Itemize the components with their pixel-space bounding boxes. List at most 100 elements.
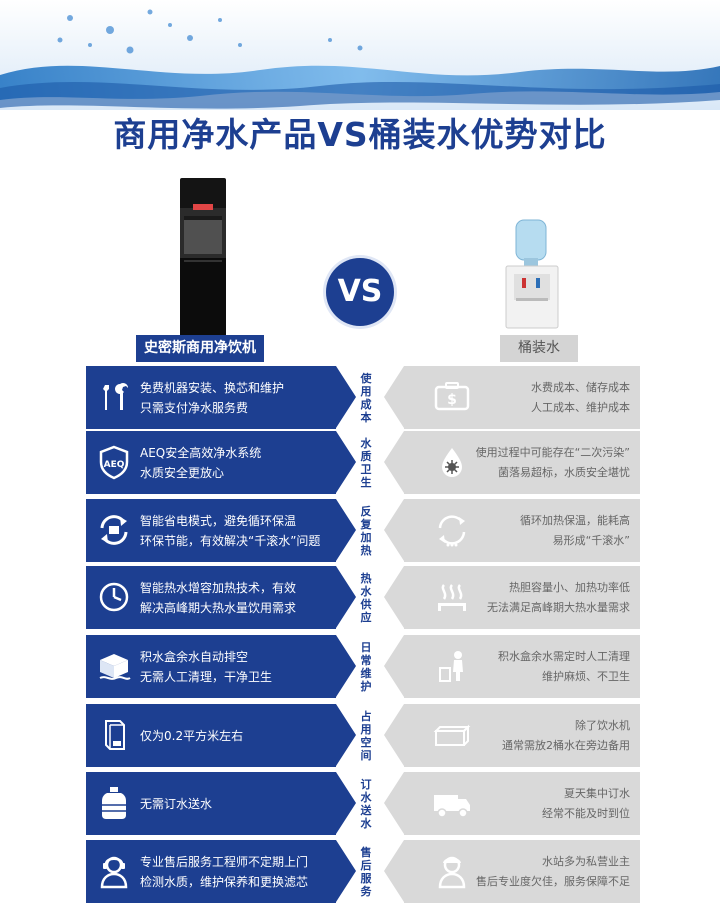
left-benefit-block xyxy=(86,499,336,562)
right-drawback-line: 水站多为私营业主 xyxy=(542,854,630,868)
left-arrow-tip xyxy=(336,366,356,428)
bottled-water-dispenser-image xyxy=(505,219,559,329)
left-arrow-tip xyxy=(336,635,356,697)
recycle-icon xyxy=(100,515,128,545)
left-benefit-line: 水质安全更放心 xyxy=(140,465,225,480)
right-drawback-line: 经常不能及时到位 xyxy=(542,806,630,820)
right-arrow-tip xyxy=(384,566,404,628)
service-engineer-icon xyxy=(100,856,128,889)
right-drawback-line: 除了饮水机 xyxy=(575,718,630,732)
right-drawback-block xyxy=(404,635,640,698)
left-arrow-tip xyxy=(336,704,356,766)
right-drawback-line: 循环加热保温，能耗高 xyxy=(520,513,630,527)
right-drawback-line: 人工成本、维护成本 xyxy=(531,400,630,414)
left-benefit-line: 免费机器安装、换芯和维护 xyxy=(140,380,285,395)
right-drawback-block xyxy=(404,499,640,562)
left-arrow-tip xyxy=(336,566,356,628)
right-arrow-tip xyxy=(384,499,404,561)
worker-icon xyxy=(438,856,466,889)
vs-badge: VS xyxy=(326,258,394,326)
comparison-row-reheating: 智能省电模式，避免循环保温 环保节能，有效解决“千滚水”问题 反复加热 循环加热… xyxy=(0,499,720,562)
left-arrow-tip xyxy=(336,840,356,902)
svg-text:$: $ xyxy=(447,392,457,408)
right-drawback-text: 循环加热保温，能耗高 易形成“千滚水” xyxy=(464,499,630,562)
water-wave-header xyxy=(0,0,720,110)
category-label: 订水送水 xyxy=(360,777,372,830)
right-drawback-line: 夏天集中订水 xyxy=(564,786,630,800)
right-arrow-tip xyxy=(384,366,404,428)
left-benefit-text: 仅为0.2平方米左右 xyxy=(140,704,340,767)
left-benefit-line: 积水盒余水自动排空 xyxy=(140,649,249,664)
left-benefit-text: 免费机器安装、换芯和维护 只需支付净水服务费 xyxy=(140,366,340,429)
left-benefit-line: 环保节能，有效解决“千滚水”问题 xyxy=(140,533,321,548)
comparison-row-usage-cost: 免费机器安装、换芯和维护 只需支付净水服务费 使用成本 $ 水费成本、储存成本 … xyxy=(0,366,720,429)
left-benefit-text: 无需订水送水 xyxy=(140,772,340,835)
left-arrow-tip xyxy=(336,499,356,561)
right-drawback-block xyxy=(404,704,640,767)
right-product-header: 桶装水 xyxy=(500,335,578,362)
cleaning-person-icon xyxy=(439,651,463,682)
left-benefit-text: AEQ安全高效净水系统 水质安全更放心 xyxy=(140,431,340,494)
box-icon xyxy=(433,724,471,746)
comparison-row-after-sales-service: 专业售后服务工程师不定期上门 检测水质，维护保养和更换滤芯 售后服务 水站多为私… xyxy=(0,840,720,903)
reheat-cycle-icon xyxy=(438,515,466,547)
left-benefit-text: 智能热水增容加热技术，有效 解决高峰期大热水量饮用需求 xyxy=(140,566,340,629)
steam-icon xyxy=(438,584,466,611)
right-drawback-block xyxy=(404,566,640,629)
left-arrow-tip xyxy=(336,772,356,834)
clock-icon xyxy=(99,582,129,612)
left-benefit-line: 检测水质，维护保养和更换滤芯 xyxy=(140,874,309,889)
right-drawback-text: 使用过程中可能存在“二次污染” 菌落易超标，水质安全堪忧 xyxy=(464,431,630,494)
right-arrow-tip xyxy=(384,635,404,697)
right-drawback-line: 使用过程中可能存在“二次污染” xyxy=(475,445,630,459)
category-label: 反复加热 xyxy=(360,504,372,557)
left-benefit-block xyxy=(86,704,336,767)
comparison-row-water-quality: AEQ AEQ安全高效净水系统 水质安全更放心 水质卫生 使用过程中可能存在“二… xyxy=(0,431,720,494)
left-benefit-block xyxy=(86,772,336,835)
right-drawback-text: 热胆容量小、加热功率低 无法满足高峰期大热水量需求 xyxy=(464,566,630,629)
left-benefit-line: 只需支付净水服务费 xyxy=(140,400,249,415)
left-benefit-line: 仅为0.2平方米左右 xyxy=(140,728,244,743)
germ-drop-icon xyxy=(442,448,462,477)
right-arrow-tip xyxy=(384,840,404,902)
right-arrow-tip xyxy=(384,772,404,834)
right-drawback-text: 夏天集中订水 经常不能及时到位 xyxy=(464,772,630,835)
left-benefit-line: 解决高峰期大热水量饮用需求 xyxy=(140,600,297,615)
right-drawback-line: 热胆容量小、加热功率低 xyxy=(509,580,630,594)
right-drawback-line: 通常需放2桶水在旁边备用 xyxy=(502,738,630,752)
left-product-header: 史密斯商用净饮机 xyxy=(136,335,264,362)
right-drawback-line: 积水盒余水需定时人工清理 xyxy=(498,649,630,663)
left-benefit-line: 智能省电模式，避免循环保温 xyxy=(140,513,297,528)
right-drawback-block xyxy=(404,840,640,903)
aeq-logo-text: AEQ xyxy=(104,460,125,470)
money-icon: $ xyxy=(434,382,470,411)
category-label: 使用成本 xyxy=(360,371,372,424)
right-drawback-text: 除了饮水机 通常需放2桶水在旁边备用 xyxy=(464,704,630,767)
right-drawback-text: 积水盒余水需定时人工清理 维护麻烦、不卫生 xyxy=(464,635,630,698)
left-benefit-line: 智能热水增容加热技术，有效 xyxy=(140,580,297,595)
left-benefit-block xyxy=(86,366,336,429)
comparison-row-daily-maintenance: 积水盒余水自动排空 无需人工清理，干净卫生 日常维护 积水盒余水需定时人工清理 … xyxy=(0,635,720,698)
left-benefit-text: 积水盒余水自动排空 无需人工清理，干净卫生 xyxy=(140,635,340,698)
left-benefit-line: 无需人工清理，干净卫生 xyxy=(140,669,273,684)
category-label: 占用空间 xyxy=(360,709,372,762)
left-benefit-block xyxy=(86,840,336,903)
right-arrow-tip xyxy=(384,704,404,766)
category-label: 售后服务 xyxy=(360,845,372,898)
left-benefit-line: 无需订水送水 xyxy=(140,796,213,811)
right-drawback-text: 水站多为私营业主 售后专业度欠佳，服务保障不足 xyxy=(464,840,630,903)
water-jug-icon xyxy=(102,787,126,819)
category-label: 日常维护 xyxy=(360,640,372,693)
cabinet-icon xyxy=(105,720,125,750)
left-benefit-text: 智能省电模式，避免循环保温 环保节能，有效解决“千滚水”问题 xyxy=(140,499,340,562)
delivery-truck-icon xyxy=(434,795,470,818)
left-benefit-line: 专业售后服务工程师不定期上门 xyxy=(140,854,309,869)
left-benefit-text: 专业售后服务工程师不定期上门 检测水质，维护保养和更换滤芯 xyxy=(140,840,340,903)
tools-icon xyxy=(103,383,128,410)
right-arrow-tip xyxy=(384,431,404,493)
comparison-row-water-delivery: 无需订水送水 订水送水 夏天集中订水 经常不能及时到位 xyxy=(0,772,720,835)
right-drawback-line: 售后专业度欠佳，服务保障不足 xyxy=(476,874,630,888)
right-drawback-line: 易形成“千滚水” xyxy=(552,533,630,547)
right-drawback-line: 维护麻烦、不卫生 xyxy=(542,669,630,683)
comparison-row-space-occupied: 仅为0.2平方米左右 占用空间 除了饮水机 通常需放2桶水在旁边备用 xyxy=(0,704,720,767)
